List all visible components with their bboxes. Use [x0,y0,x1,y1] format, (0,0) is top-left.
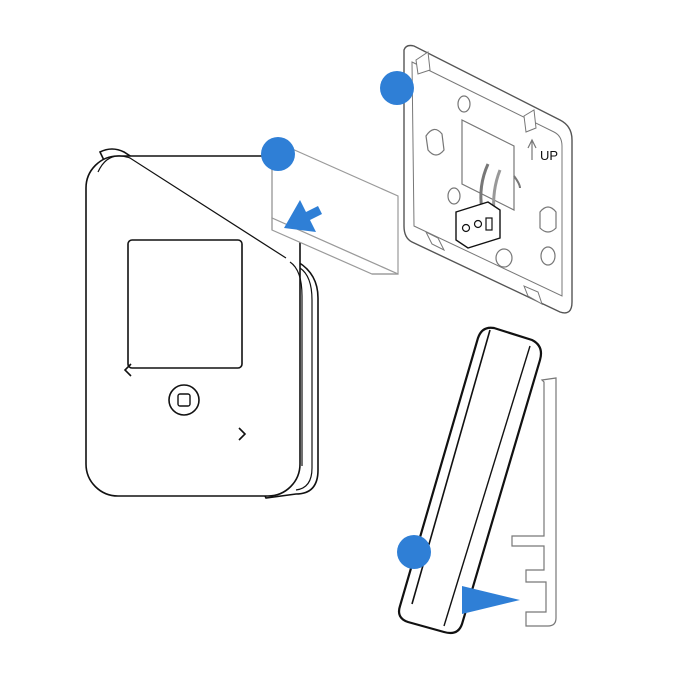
backplate: UP [404,46,572,313]
attach-arrow-icon [462,586,520,614]
square-home-icon[interactable] [169,385,199,415]
thermostat-side-body [399,328,541,633]
backplate-up-label: UP [540,148,558,163]
step-marker-2 [261,137,295,171]
thermostat-screen [128,240,242,368]
step-marker-1 [380,71,414,105]
step-marker-3 [397,535,431,569]
side-view-assembly [399,328,556,633]
